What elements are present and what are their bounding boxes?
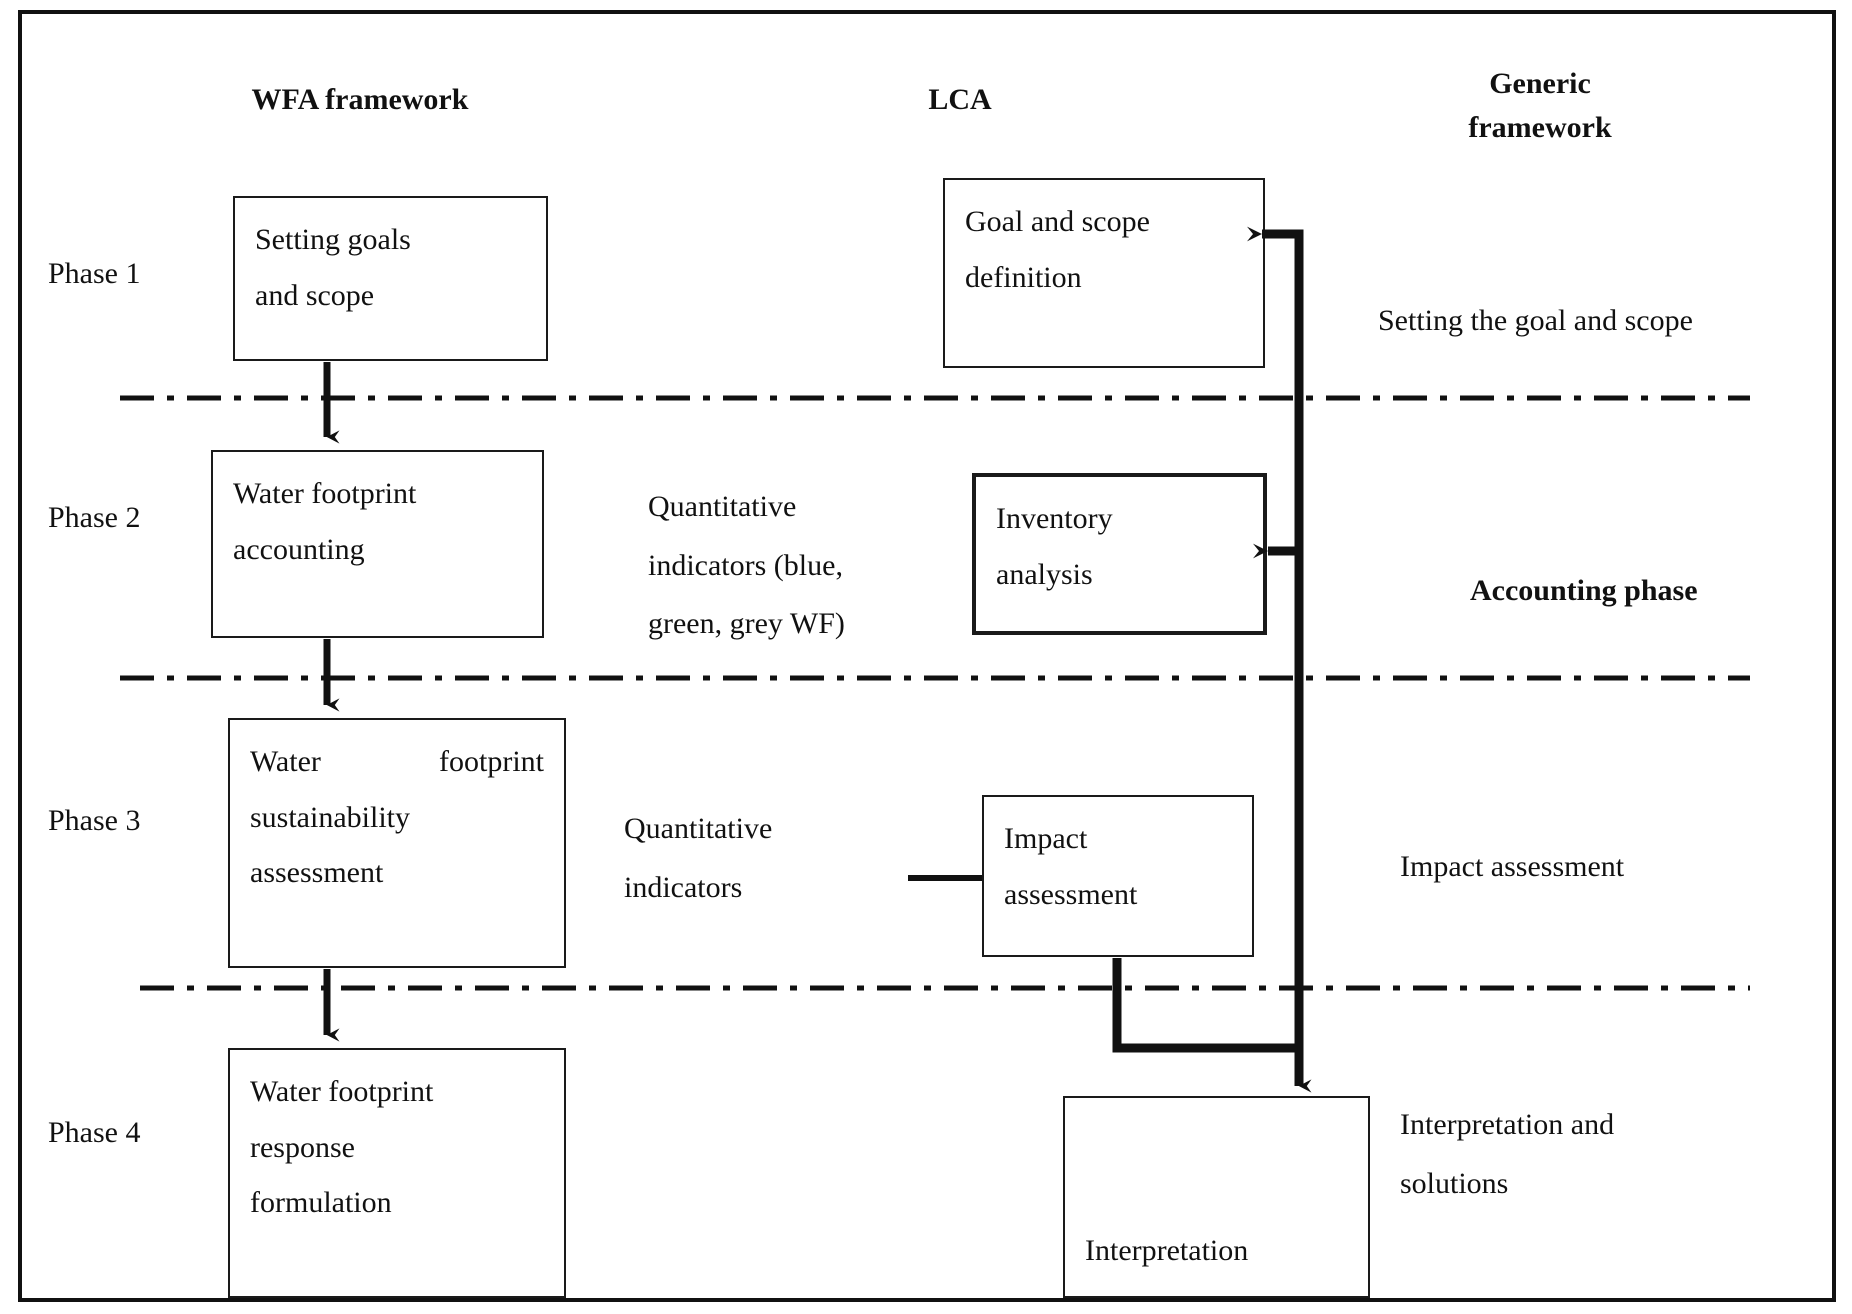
figure-outer-frame <box>18 10 1836 1302</box>
wfa-node-water-footprint-accounting[interactable]: Water footprint accounting <box>211 450 544 638</box>
phase-label-1: Phase 1 <box>48 257 141 290</box>
node-line: Impact <box>1004 822 1088 855</box>
wfa-node-water-footprint-response-formulation[interactable]: Water footprint response formulation <box>228 1048 566 1298</box>
column-heading-generic: Generic framework <box>1468 67 1612 144</box>
generic-note-setting-the-goal-and-scope: Setting the goal and scope <box>1378 304 1693 337</box>
lca-node-impact-assessment[interactable]: Impact assessment <box>982 795 1254 957</box>
node-line: definition <box>965 260 1082 294</box>
node-line: Water footprint <box>250 745 544 778</box>
column-heading-wfa: WFA framework <box>251 83 469 116</box>
node-line: Water footprint <box>233 477 417 510</box>
node-line: Interpretation <box>1085 1233 1249 1267</box>
generic-note-impact-assessment: Impact assessment <box>1400 850 1625 883</box>
node-line: Water footprint <box>250 1075 434 1108</box>
node-line: and scope <box>255 278 375 312</box>
generic-note-accounting-phase: Accounting phase <box>1470 574 1698 607</box>
node-line: sustainability <box>250 800 410 834</box>
lca-node-inventory-analysis[interactable]: Inventory analysis <box>972 473 1267 635</box>
node-line: Goal and scope <box>965 205 1150 238</box>
node-line: Setting goals <box>255 223 411 256</box>
node-line: response <box>250 1130 355 1164</box>
node-line: Inventory <box>996 502 1113 535</box>
node-line: assessment <box>1004 877 1138 911</box>
node-line: formulation <box>250 1186 392 1219</box>
node-line: analysis <box>996 557 1093 591</box>
column-heading-lca: LCA <box>928 83 992 116</box>
generic-note-interpretation-and-solutions: Interpretation and solutions <box>1400 1108 1615 1200</box>
wfa-node-water-footprint-sustainability-assessment[interactable]: Water footprint sustainability assessmen… <box>228 718 566 968</box>
phase-label-4: Phase 4 <box>48 1116 141 1149</box>
phase-label-3: Phase 3 <box>48 804 141 837</box>
phase-label-2: Phase 2 <box>48 501 141 534</box>
node-line: assessment <box>250 856 384 889</box>
wfa-node-setting-goals-and-scope[interactable]: Setting goals and scope <box>233 196 548 361</box>
node-line: accounting <box>233 532 365 566</box>
middle-note-quantitative-indicators: Quantitative indicators <box>624 812 773 904</box>
middle-note-quantitative-indicators-blue-green-grey: Quantitative indicators (blue, green, gr… <box>648 490 845 640</box>
lca-node-interpretation[interactable]: Interpretation <box>1063 1096 1370 1298</box>
lca-node-goal-and-scope-definition[interactable]: Goal and scope definition <box>943 178 1265 368</box>
